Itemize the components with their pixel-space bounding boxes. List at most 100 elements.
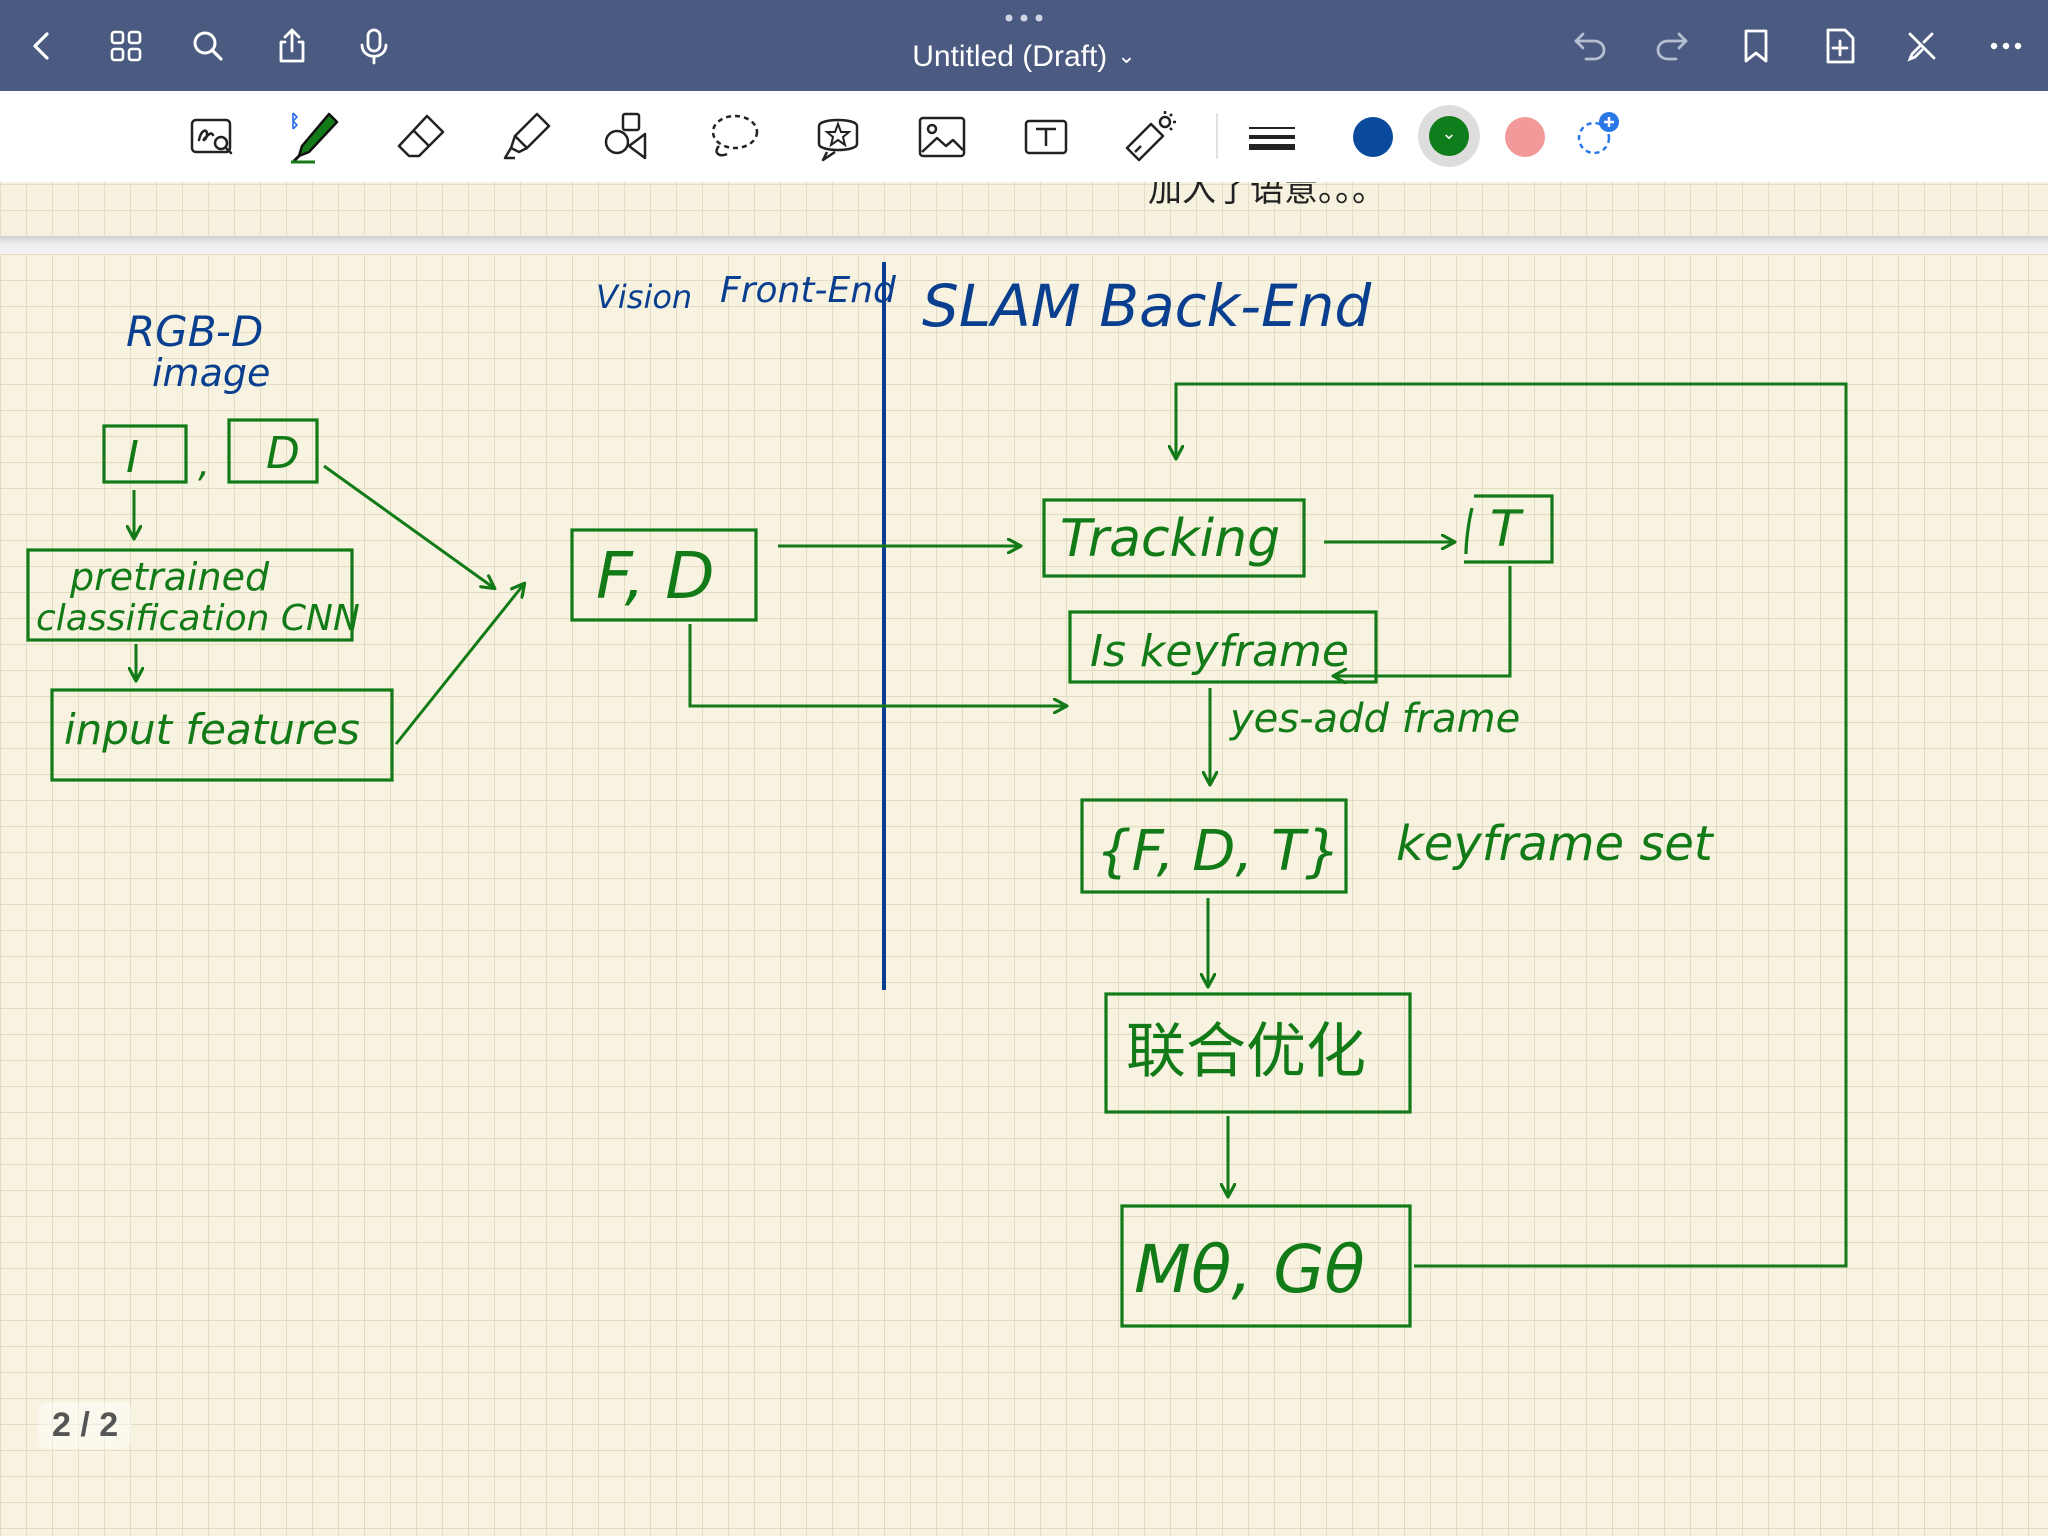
image-icon xyxy=(918,116,966,158)
page-indicator: 2 / 2 xyxy=(38,1402,133,1449)
label-rgbd: RGB-D xyxy=(126,307,263,356)
chevron-down-icon: ⌄ xyxy=(1441,122,1457,143)
label-comma: , xyxy=(198,441,210,485)
pen-icon xyxy=(291,112,339,164)
microphone-icon xyxy=(360,28,388,65)
handwritten-diagram: RGB-D image Vision Front-End SLAM Back-E… xyxy=(26,262,1848,1328)
label-joint-optimization: 联合优化 xyxy=(1126,1017,1366,1087)
window-grabber-handle[interactable] xyxy=(1002,10,1046,22)
more-button[interactable] xyxy=(1978,18,2034,74)
label-t: T xyxy=(1490,500,1524,558)
arrow-fd-to-keyframe-check xyxy=(688,624,1066,706)
label-yes-add-frame: yes-add frame xyxy=(1229,696,1520,742)
laser-pointer-icon xyxy=(1125,111,1176,162)
label-keyframe-set: keyframe set xyxy=(1396,816,1715,872)
box-fd xyxy=(570,528,758,622)
box-tracking xyxy=(1042,498,1306,578)
previous-page-bottom: 加入了语意。。。 xyxy=(0,182,2048,236)
stroke-width-picker[interactable] xyxy=(1238,103,1306,171)
box-t xyxy=(1464,494,1554,564)
label-image: image xyxy=(152,351,270,395)
label-slam-back-end: SLAM Back-End xyxy=(922,272,1372,340)
top-bar: Untitled (Draft) ⌄ xyxy=(0,0,2048,91)
add-color-icon xyxy=(1577,112,1619,155)
label-is-keyframe: Is keyframe xyxy=(1090,626,1349,677)
text-tool[interactable] xyxy=(1012,103,1080,171)
document-title-menu[interactable]: Untitled (Draft) ⌄ xyxy=(824,40,1224,74)
label-front-end: Front-End xyxy=(720,270,897,311)
bookmark-button[interactable] xyxy=(1728,18,1784,74)
eraser-tool[interactable] xyxy=(386,103,454,171)
add-color-button[interactable] xyxy=(1564,101,1632,169)
label-input-features: input features xyxy=(64,705,360,754)
highlighter-tool[interactable] xyxy=(492,103,560,171)
bookmark-icon xyxy=(1744,29,1768,63)
note-canvas[interactable]: 加入了语意。。。 RGB-D image Vision Front-End SL… xyxy=(0,182,2048,1536)
redo-button[interactable] xyxy=(1644,18,1700,74)
note-page[interactable]: RGB-D image Vision Front-End SLAM Back-E… xyxy=(0,254,2048,1536)
more-icon xyxy=(1990,42,2022,50)
add-page-icon xyxy=(1826,28,1855,64)
arrow-d-to-fd xyxy=(323,464,494,588)
color-swatch-blue[interactable] xyxy=(1353,117,1393,157)
chevron-down-icon: ⌄ xyxy=(1117,43,1136,68)
text-box-icon xyxy=(1024,119,1068,155)
lasso-icon xyxy=(711,114,759,157)
eraser-icon xyxy=(397,114,445,158)
add-page-button[interactable] xyxy=(1812,18,1868,74)
highlighter-icon xyxy=(503,112,551,160)
thumbnails-button[interactable] xyxy=(98,18,154,74)
shapes-tool[interactable] xyxy=(596,103,664,171)
shapes-icon xyxy=(604,112,647,160)
box-keyframe-set xyxy=(1080,798,1348,894)
line-weights-icon xyxy=(1249,127,1295,150)
remove-pen-button[interactable] xyxy=(1894,18,1950,74)
search-icon xyxy=(193,31,223,61)
box-is-keyframe xyxy=(1068,610,1378,684)
box-i-label: I xyxy=(126,432,139,483)
pencil-slash-icon xyxy=(1907,32,1936,62)
label-keyframe-set-box: {F, D, T} xyxy=(1096,819,1341,884)
label-tracking: Tracking xyxy=(1060,509,1280,569)
image-tool[interactable] xyxy=(908,103,976,171)
zoom-window-tool[interactable] xyxy=(178,103,246,171)
sticker-star-icon xyxy=(817,118,859,162)
box-pretrained-cnn xyxy=(26,548,354,642)
color-swatch-green[interactable]: ⌄ xyxy=(1429,116,1469,156)
box-d-label: D xyxy=(266,428,300,479)
chevron-left-icon xyxy=(33,32,49,60)
undo-button[interactable] xyxy=(1562,18,1618,74)
elements-tool[interactable] xyxy=(804,103,872,171)
search-button[interactable] xyxy=(180,18,236,74)
arrow-t-to-keyframe xyxy=(1334,566,1512,676)
label-pretrained: pretrained xyxy=(69,555,270,599)
share-button[interactable] xyxy=(264,18,320,74)
pen-tool[interactable] xyxy=(280,103,348,171)
page-separator xyxy=(0,236,2048,254)
back-button[interactable] xyxy=(14,18,70,74)
document-title: Untitled (Draft) xyxy=(912,40,1108,73)
box-fd-label: F, D xyxy=(596,540,715,614)
microphone-button[interactable] xyxy=(346,18,402,74)
label-mg: Mθ, Gθ xyxy=(1134,1231,1365,1308)
redo-icon xyxy=(1656,32,1688,61)
box-i xyxy=(102,424,188,484)
undo-icon xyxy=(1574,32,1606,61)
box-joint-optimization xyxy=(1104,992,1412,1114)
lasso-tool[interactable] xyxy=(700,103,768,171)
grid-icon xyxy=(110,30,142,62)
share-icon xyxy=(279,28,305,63)
color-swatch-pink[interactable] xyxy=(1505,117,1545,157)
box-input-features xyxy=(50,688,394,782)
previous-page-text: 加入了语意。。。 xyxy=(1148,182,1386,210)
box-d xyxy=(227,418,319,484)
zoom-window-icon xyxy=(190,118,233,155)
feedback-loop-line xyxy=(1176,382,1848,1268)
box-mg xyxy=(1120,1204,1412,1328)
drawing-toolbar: ⌄ xyxy=(0,91,2048,183)
arrow-features-to-fd xyxy=(394,584,524,745)
label-vision: Vision xyxy=(596,278,692,316)
laser-pointer-tool[interactable] xyxy=(1116,103,1184,171)
toolbar-divider xyxy=(1216,113,1218,159)
label-classification-cnn: classification CNN xyxy=(36,598,360,639)
